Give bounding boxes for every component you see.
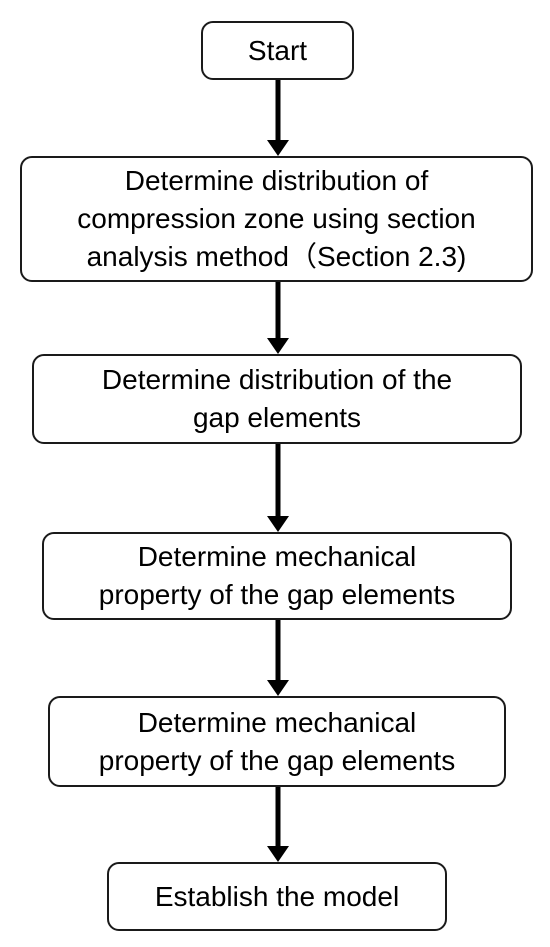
- arrow-4: [267, 620, 289, 696]
- step-start-label: Start: [247, 34, 308, 66]
- step-compression-zone-line-3: analysis method（Section 2.3): [86, 241, 467, 272]
- step-mechanical-property-2-line-2: property of the gap elements: [98, 744, 456, 776]
- step-compression-zone: Determine distribution of compression zo…: [20, 156, 533, 282]
- arrow-2: [267, 282, 289, 354]
- step-gap-distribution-line-1: Determine distribution of the: [101, 364, 453, 395]
- step-mechanical-property-1-line-1: Determine mechanical: [137, 541, 417, 572]
- step-compression-zone-line-2: compression zone using section: [77, 203, 476, 234]
- arrow-5: [267, 787, 289, 862]
- step-establish-model-label: Establish the model: [154, 880, 400, 912]
- step-mechanical-property-2-line-1: Determine mechanical: [137, 706, 417, 738]
- step-mechanical-property-2: Determine mechanical property of the gap…: [48, 696, 506, 787]
- step-mechanical-property-1-line-2: property of the gap elements: [98, 579, 456, 610]
- step-start: Start: [201, 21, 354, 80]
- step-mechanical-property-1: Determine mechanical property of the gap…: [42, 532, 512, 620]
- step-establish-model: Establish the model: [107, 862, 447, 931]
- step-gap-distribution-line-2: gap elements: [192, 402, 362, 433]
- step-compression-zone-line-1: Determine distribution of: [124, 165, 429, 196]
- step-gap-distribution: Determine distribution of the gap elemen…: [32, 354, 522, 444]
- arrow-3: [267, 444, 289, 532]
- arrow-1: [267, 80, 289, 156]
